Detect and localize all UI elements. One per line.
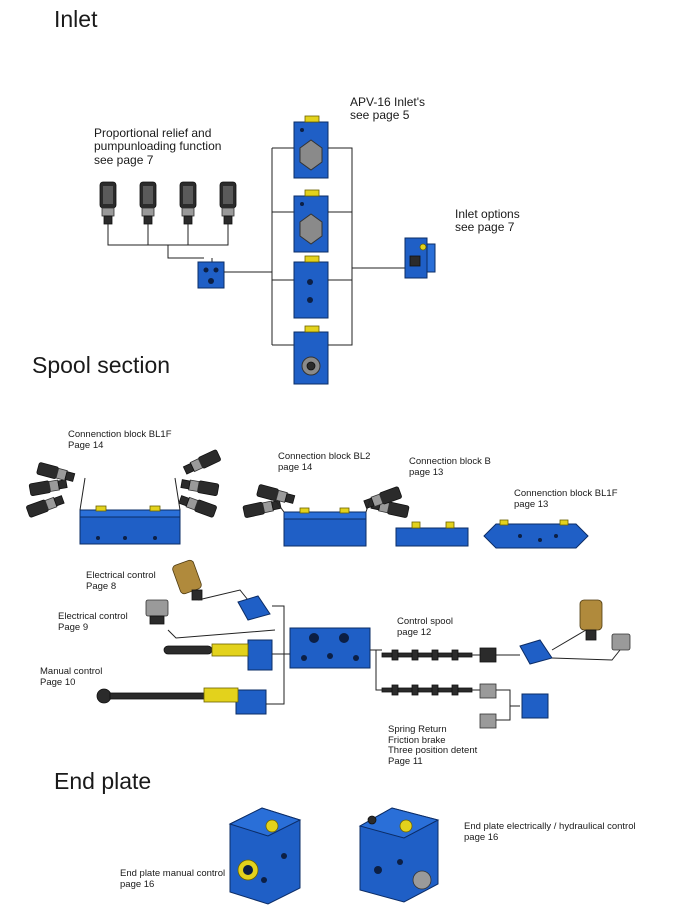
spring-return-caps <box>479 683 497 729</box>
label-end-plate-electrical: End plate electrically / hydraulical con… <box>464 821 636 843</box>
connection-block-bl2 <box>242 483 410 547</box>
connection-block-bl1f-left <box>25 448 222 545</box>
connection-block-bl1f-right <box>483 519 589 549</box>
electrical-control-solenoid <box>145 559 203 625</box>
spool-actuators-right <box>519 599 631 719</box>
apv16-inlet-variants <box>293 115 329 385</box>
manual-control-levers <box>96 643 249 704</box>
heading-spool-section: Spool section <box>32 352 171 378</box>
connection-block-b <box>395 521 469 547</box>
proportional-relief-solenoids <box>99 181 237 225</box>
inlet-option-block <box>404 237 436 279</box>
main-spool-valve <box>289 627 371 669</box>
control-spools <box>381 647 497 696</box>
heading-inlet: Inlet <box>54 6 98 32</box>
pump-unloading-block <box>197 261 225 289</box>
end-plate-manual-control <box>228 807 302 905</box>
heading-end-plate: End plate <box>54 768 152 794</box>
end-plate-electrical-hydraulic-control <box>358 807 440 903</box>
spool-actuators-left <box>235 595 273 715</box>
